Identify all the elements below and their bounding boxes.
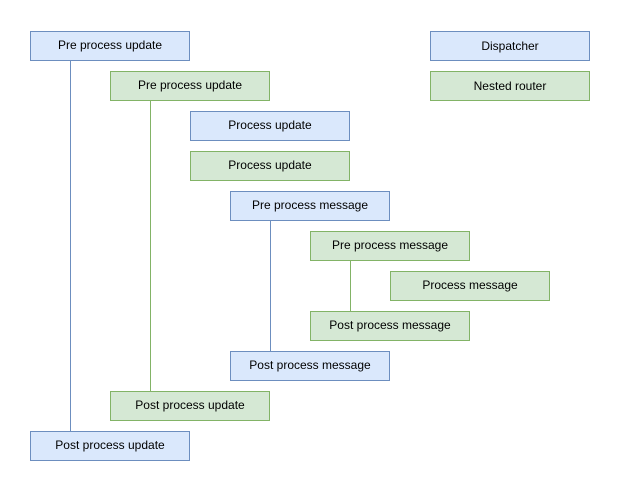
connector-line xyxy=(150,101,151,391)
process-node[interactable]: Post process update xyxy=(110,391,270,421)
connector-line xyxy=(350,261,351,311)
connector-line xyxy=(70,61,71,431)
process-node[interactable]: Process update xyxy=(190,151,350,181)
process-node-label: Pre process update xyxy=(137,78,243,93)
process-node[interactable]: Process message xyxy=(390,271,550,301)
legend-item-router[interactable]: Nested router xyxy=(430,71,590,101)
process-node-label: Process message xyxy=(422,278,518,293)
legend-item-label: Nested router xyxy=(473,79,547,93)
process-node-label: Pre process update xyxy=(57,38,163,53)
process-node[interactable]: Pre process update xyxy=(110,71,270,101)
process-node-label: Process update xyxy=(228,158,312,173)
process-node-label: Post process message xyxy=(249,358,371,373)
process-node[interactable]: Pre process message xyxy=(310,231,470,261)
process-node[interactable]: Pre process message xyxy=(230,191,390,221)
process-node-label: Post process update xyxy=(135,398,245,413)
process-node[interactable]: Process update xyxy=(190,111,350,141)
process-node[interactable]: Post process message xyxy=(310,311,470,341)
process-node-label: Post process update xyxy=(55,438,165,453)
process-node[interactable]: Post process update xyxy=(30,431,190,461)
legend-item-dispatcher[interactable]: Dispatcher xyxy=(430,31,590,61)
process-node-label: Pre process message xyxy=(251,198,369,213)
process-node-label: Process update xyxy=(228,118,312,133)
legend-item-label: Dispatcher xyxy=(481,39,539,53)
process-node[interactable]: Pre process update xyxy=(30,31,190,61)
connector-line xyxy=(270,221,271,351)
process-node-label: Pre process message xyxy=(331,238,449,253)
process-node[interactable]: Post process message xyxy=(230,351,390,381)
process-node-label: Post process message xyxy=(329,318,451,333)
